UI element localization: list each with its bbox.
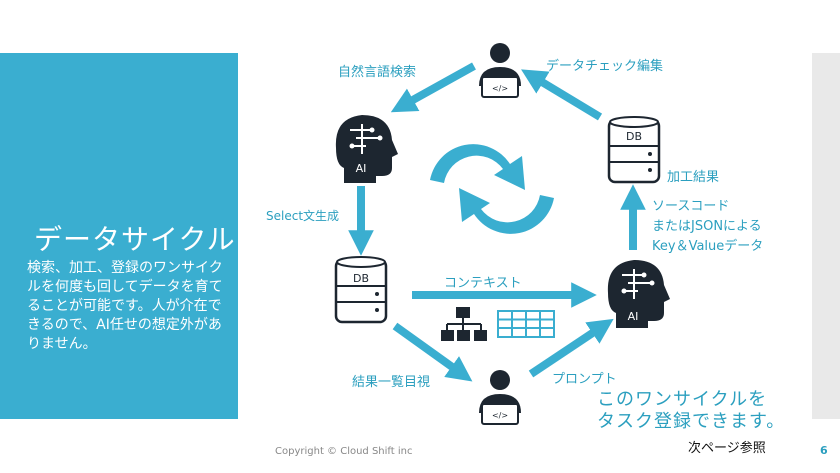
label-select-generation: Select文生成 xyxy=(266,209,340,223)
database-icon-top-right: DB xyxy=(607,116,661,184)
label-data-check-edit: データチェック編集 xyxy=(546,59,664,74)
developer-icon-top: </> xyxy=(479,43,521,98)
arrow-db-to-person xyxy=(392,322,473,382)
arrow-db-to-top xyxy=(521,69,603,121)
svg-text:</>: </> xyxy=(492,411,508,420)
label-source-code: ソースコード xyxy=(652,199,730,214)
refresh-icon xyxy=(430,144,554,234)
table-icon xyxy=(497,310,555,338)
svg-text:AI: AI xyxy=(356,162,367,175)
label-json: またはJSONによる xyxy=(652,219,762,234)
label-natural-language-search: 自然言語検索 xyxy=(338,65,417,80)
next-page-reference: 次ページ参照 xyxy=(688,441,766,456)
arrow-prompt xyxy=(528,318,614,378)
database-icon-left: DB xyxy=(334,256,388,324)
arrow-top-to-ai xyxy=(390,62,476,113)
label-prompt: プロンプト xyxy=(552,372,617,387)
svg-text:</>: </> xyxy=(492,84,508,93)
label-result-review: 結果一覧目視 xyxy=(352,375,431,390)
ai-head-icon-top-left: AI xyxy=(335,115,398,183)
callout-line-2: タスク登録できます。 xyxy=(597,411,786,432)
callout-line-1: このワンサイクルを xyxy=(597,389,768,410)
cycle-arrows xyxy=(348,62,646,382)
slide-title: データサイクル xyxy=(34,223,236,256)
developer-icon-bottom: </> xyxy=(479,370,521,425)
hierarchy-icon xyxy=(441,307,487,341)
label-keyvalue: Key＆Valueデータ xyxy=(652,239,764,254)
svg-text:DB: DB xyxy=(626,130,642,143)
label-processed-result: 加工結果 xyxy=(667,170,720,185)
footer-copyright: Copyright © Cloud Shift inc xyxy=(275,446,413,457)
svg-text:AI: AI xyxy=(628,310,639,323)
label-context: コンテキスト xyxy=(444,276,522,291)
slide-description: 検索、加工、登録のワンサイクルを何度も回してデータを育てることが可能です。人が介… xyxy=(27,260,223,352)
ai-head-icon-right: AI xyxy=(607,260,670,328)
left-panel xyxy=(0,53,238,419)
page-number: 6 xyxy=(820,444,828,457)
svg-text:DB: DB xyxy=(353,272,369,285)
callout-text: このワンサイクルを タスク登録できます。 xyxy=(597,389,785,433)
right-decor-bar xyxy=(812,53,840,419)
